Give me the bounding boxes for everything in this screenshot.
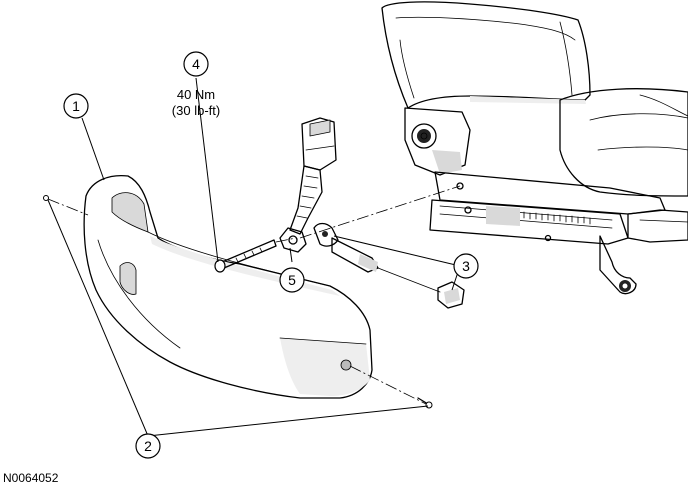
seat-assembly [381,1,688,295]
figure-id: N0064052 [3,471,59,485]
torque-spec: 40 Nm (30 lb-ft) [172,87,220,118]
callout-3: 3 [453,253,479,279]
callout-3-label: 3 [462,258,470,274]
callout-5-label: 5 [288,272,296,288]
callout-2: 2 [135,433,161,459]
seat-side-shield [83,174,373,399]
leader-lines [47,77,461,437]
anchor-bolt [214,239,277,273]
seat-belt-buckle [279,117,465,309]
torque-spec-imperial: (30 lb-ft) [172,103,220,118]
callout-4: 4 [183,51,209,77]
callout-1: 1 [63,93,89,119]
callout-2-label: 2 [144,438,152,454]
callout-4-label: 4 [192,56,200,72]
callout-5: 5 [279,267,305,293]
shield-screw-upper [43,195,49,201]
torque-spec-metric: 40 Nm [177,87,215,102]
callout-1-label: 1 [72,98,80,114]
assembly-centerlines [47,185,461,405]
